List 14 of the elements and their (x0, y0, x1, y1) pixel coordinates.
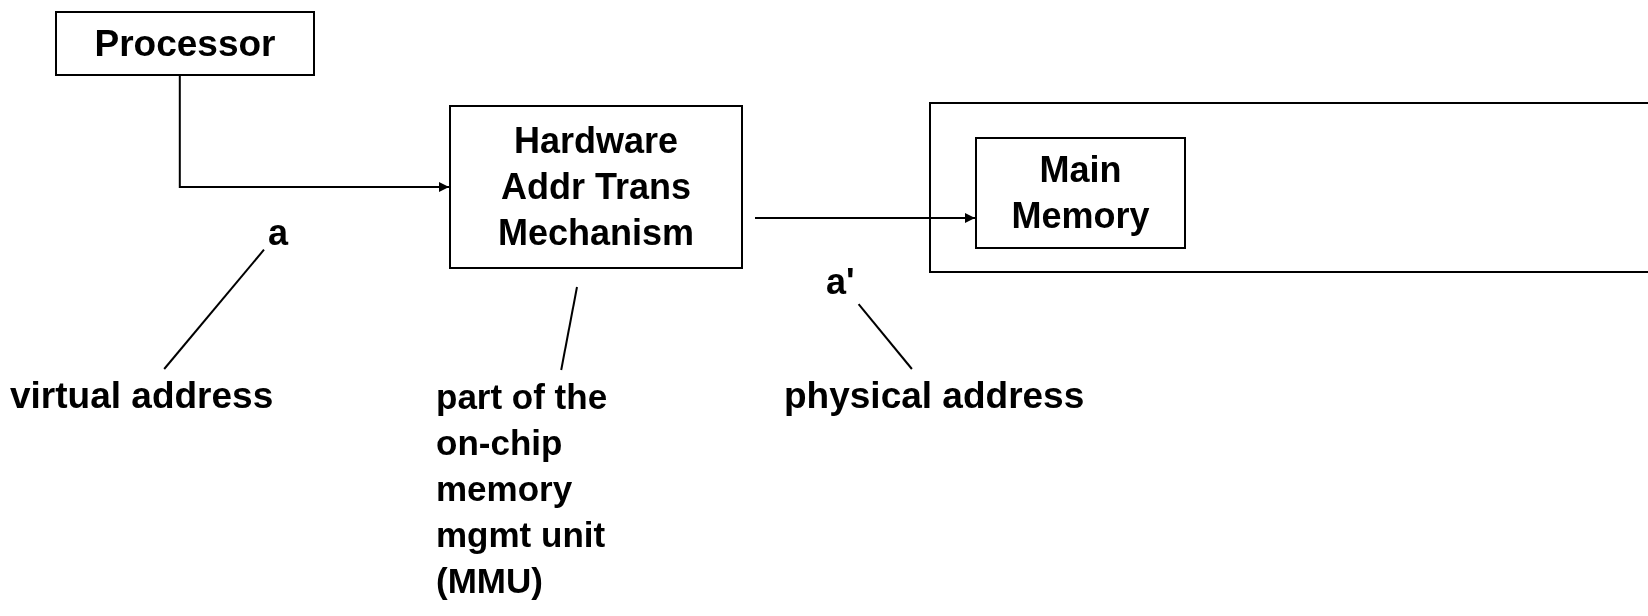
container-box (929, 102, 1648, 273)
variable-label: a (268, 210, 289, 256)
leader-line (560, 286, 578, 371)
leader-line (163, 248, 265, 370)
annotation-text: physical address (784, 373, 1085, 419)
process-box: Processor (55, 11, 315, 76)
memory-box: Main Memory (975, 137, 1186, 249)
variable-label: a' (826, 259, 855, 305)
annotation-text: virtual address (10, 373, 274, 419)
arrow (178, 75, 450, 192)
arrow (754, 213, 976, 223)
process-box: Hardware Addr Trans Mechanism (449, 105, 743, 269)
annotation-text: part of the on-chip memory mgmt unit (MMU) (436, 374, 641, 604)
leader-line (857, 303, 913, 370)
